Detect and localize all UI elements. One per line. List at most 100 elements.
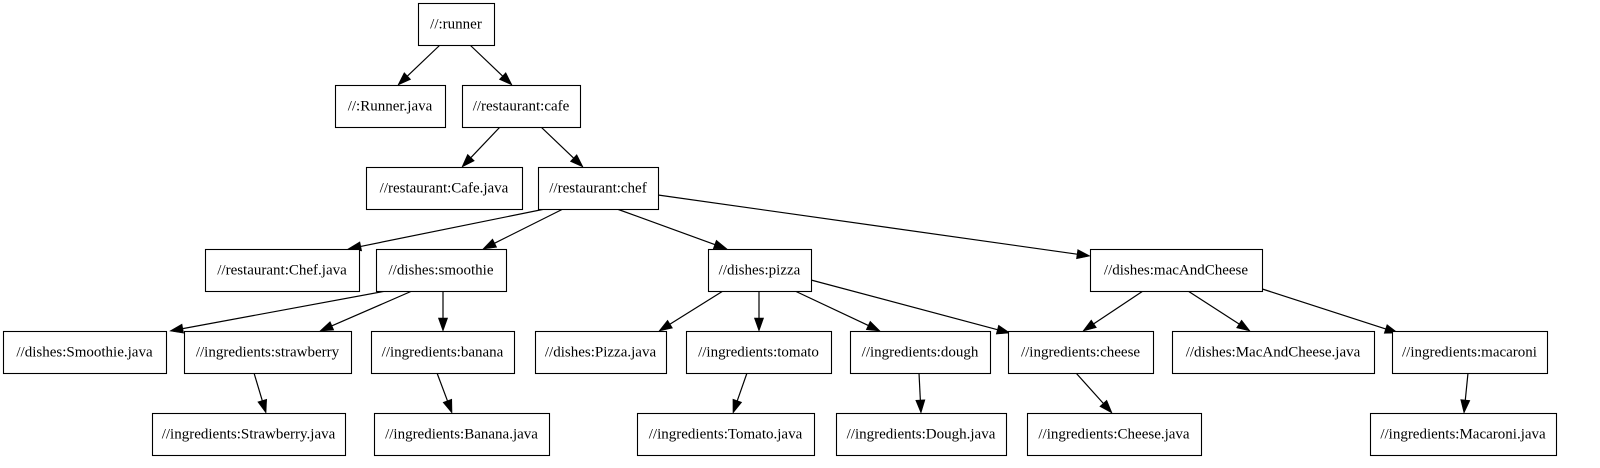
- graph-node-cheese_java[interactable]: //ingredients:Cheese.java: [1026, 412, 1203, 457]
- graph-edge: [347, 208, 546, 252]
- edge-line: [494, 208, 564, 244]
- node-label: //ingredients:Macaroni.java: [1380, 426, 1546, 442]
- node-label: //ingredients:tomato: [698, 344, 819, 360]
- node-box[interactable]: [370, 330, 516, 375]
- graph-node-mac_java[interactable]: //dishes:MacAndCheese.java: [1171, 330, 1376, 375]
- edge-line: [1093, 290, 1144, 325]
- graph-node-restaurant_chef[interactable]: //restaurant:chef: [537, 166, 660, 211]
- edge-arrowhead: [1460, 399, 1471, 414]
- graph-edge: [319, 290, 413, 332]
- edge-line: [736, 372, 748, 401]
- edge-arrowhead: [482, 238, 498, 250]
- edge-arrowhead: [169, 323, 184, 334]
- graph-edge: [1249, 284, 1399, 334]
- graph-edge: [616, 208, 728, 250]
- node-box[interactable]: [417, 2, 496, 47]
- node-box[interactable]: [835, 412, 1008, 457]
- graph-edge: [436, 372, 453, 414]
- edge-line: [810, 279, 998, 331]
- node-box[interactable]: [2, 330, 168, 375]
- node-label: //ingredients:strawberry: [196, 344, 340, 360]
- node-box[interactable]: [151, 412, 347, 457]
- edge-line: [657, 194, 1078, 255]
- graph-edge: [169, 290, 387, 334]
- graph-node-runner_java[interactable]: //:Runner.java: [334, 84, 447, 129]
- edge-line: [331, 290, 413, 327]
- graph-node-ing_cheese[interactable]: //ingredients:cheese: [1007, 330, 1155, 375]
- graph-edge: [753, 291, 765, 332]
- graph-node-runner[interactable]: //:runner: [417, 2, 496, 47]
- graph-edge: [253, 372, 267, 414]
- node-label: //:runner: [430, 16, 482, 32]
- graph-node-ing_banana[interactable]: //ingredients:banana: [370, 330, 516, 375]
- node-label: //restaurant:cafe: [473, 98, 570, 114]
- node-box[interactable]: [1089, 248, 1264, 293]
- edge-arrowhead: [461, 153, 475, 168]
- graph-node-ing_dough[interactable]: //ingredients:dough: [849, 330, 992, 375]
- node-box[interactable]: [183, 330, 353, 375]
- node-label: //dishes:macAndCheese: [1104, 262, 1248, 278]
- graph-edge: [461, 126, 501, 168]
- node-box[interactable]: [1171, 330, 1376, 375]
- graph-node-macaroni_java[interactable]: //ingredients:Macaroni.java: [1369, 412, 1558, 457]
- graph-edge: [794, 290, 881, 332]
- node-label: //restaurant:chef: [549, 180, 646, 196]
- node-box[interactable]: [461, 84, 582, 129]
- graph-edge: [1187, 290, 1251, 332]
- graph-node-strawberry_java[interactable]: //ingredients:Strawberry.java: [151, 412, 347, 457]
- node-box[interactable]: [365, 166, 524, 211]
- edge-arrowhead: [712, 239, 728, 250]
- graph-node-ing_tomato[interactable]: //ingredients:tomato: [685, 330, 833, 375]
- node-box[interactable]: [707, 248, 813, 293]
- node-box[interactable]: [1007, 330, 1155, 375]
- node-label: //ingredients:Dough.java: [847, 426, 996, 442]
- graph-node-smoothie_java[interactable]: //dishes:Smoothie.java: [2, 330, 168, 375]
- graph-node-dishes_mac[interactable]: //dishes:macAndCheese: [1089, 248, 1264, 293]
- node-label: //ingredients:cheese: [1021, 344, 1140, 360]
- edge-arrowhead: [319, 321, 335, 332]
- edge-arrowhead: [257, 398, 267, 414]
- node-box[interactable]: [849, 330, 992, 375]
- edge-arrowhead: [732, 398, 743, 414]
- graph-node-dishes_smoothie[interactable]: //dishes:smoothie: [375, 248, 508, 293]
- edge-arrowhead: [865, 320, 881, 332]
- graph-node-cafe_java[interactable]: //restaurant:Cafe.java: [365, 166, 524, 211]
- node-box[interactable]: [204, 248, 361, 293]
- graph-node-restaurant_cafe[interactable]: //restaurant:cafe: [461, 84, 582, 129]
- edge-line: [470, 126, 501, 158]
- graph-edge: [482, 208, 564, 250]
- node-box[interactable]: [1369, 412, 1558, 457]
- node-box[interactable]: [373, 412, 551, 457]
- graph-edge: [810, 279, 1011, 335]
- edge-arrowhead: [498, 72, 513, 86]
- graph-node-ing_macaroni[interactable]: //ingredients:macaroni: [1391, 330, 1549, 375]
- node-box[interactable]: [334, 84, 447, 129]
- node-box[interactable]: [1391, 330, 1549, 375]
- graph-node-pizza_java[interactable]: //dishes:Pizza.java: [534, 330, 668, 375]
- node-box[interactable]: [537, 166, 660, 211]
- edge-line: [1464, 372, 1469, 401]
- graph-edge: [1082, 290, 1144, 332]
- node-box[interactable]: [534, 330, 668, 375]
- node-box[interactable]: [685, 330, 833, 375]
- graph-edge: [657, 194, 1091, 260]
- graph-edge: [469, 44, 513, 86]
- graph-node-dough_java[interactable]: //ingredients:Dough.java: [835, 412, 1008, 457]
- node-box[interactable]: [375, 248, 508, 293]
- graph-node-chef_java[interactable]: //restaurant:Chef.java: [204, 248, 361, 293]
- edge-arrowhead: [1236, 319, 1251, 332]
- graph-edge: [1460, 372, 1471, 414]
- edge-arrowhead: [437, 317, 449, 332]
- graph-node-dishes_pizza[interactable]: //dishes:pizza: [707, 248, 813, 293]
- graph-node-ing_strawberry[interactable]: //ingredients:strawberry: [183, 330, 353, 375]
- graph-node-tomato_java[interactable]: //ingredients:Tomato.java: [636, 412, 816, 457]
- node-label: //ingredients:dough: [862, 344, 979, 360]
- edge-line: [1249, 284, 1386, 330]
- node-box[interactable]: [1026, 412, 1203, 457]
- graph-node-banana_java[interactable]: //ingredients:Banana.java: [373, 412, 551, 457]
- node-box[interactable]: [636, 412, 816, 457]
- edge-line: [253, 372, 263, 401]
- node-label: //dishes:Smoothie.java: [16, 344, 153, 360]
- edge-arrowhead: [1076, 249, 1091, 260]
